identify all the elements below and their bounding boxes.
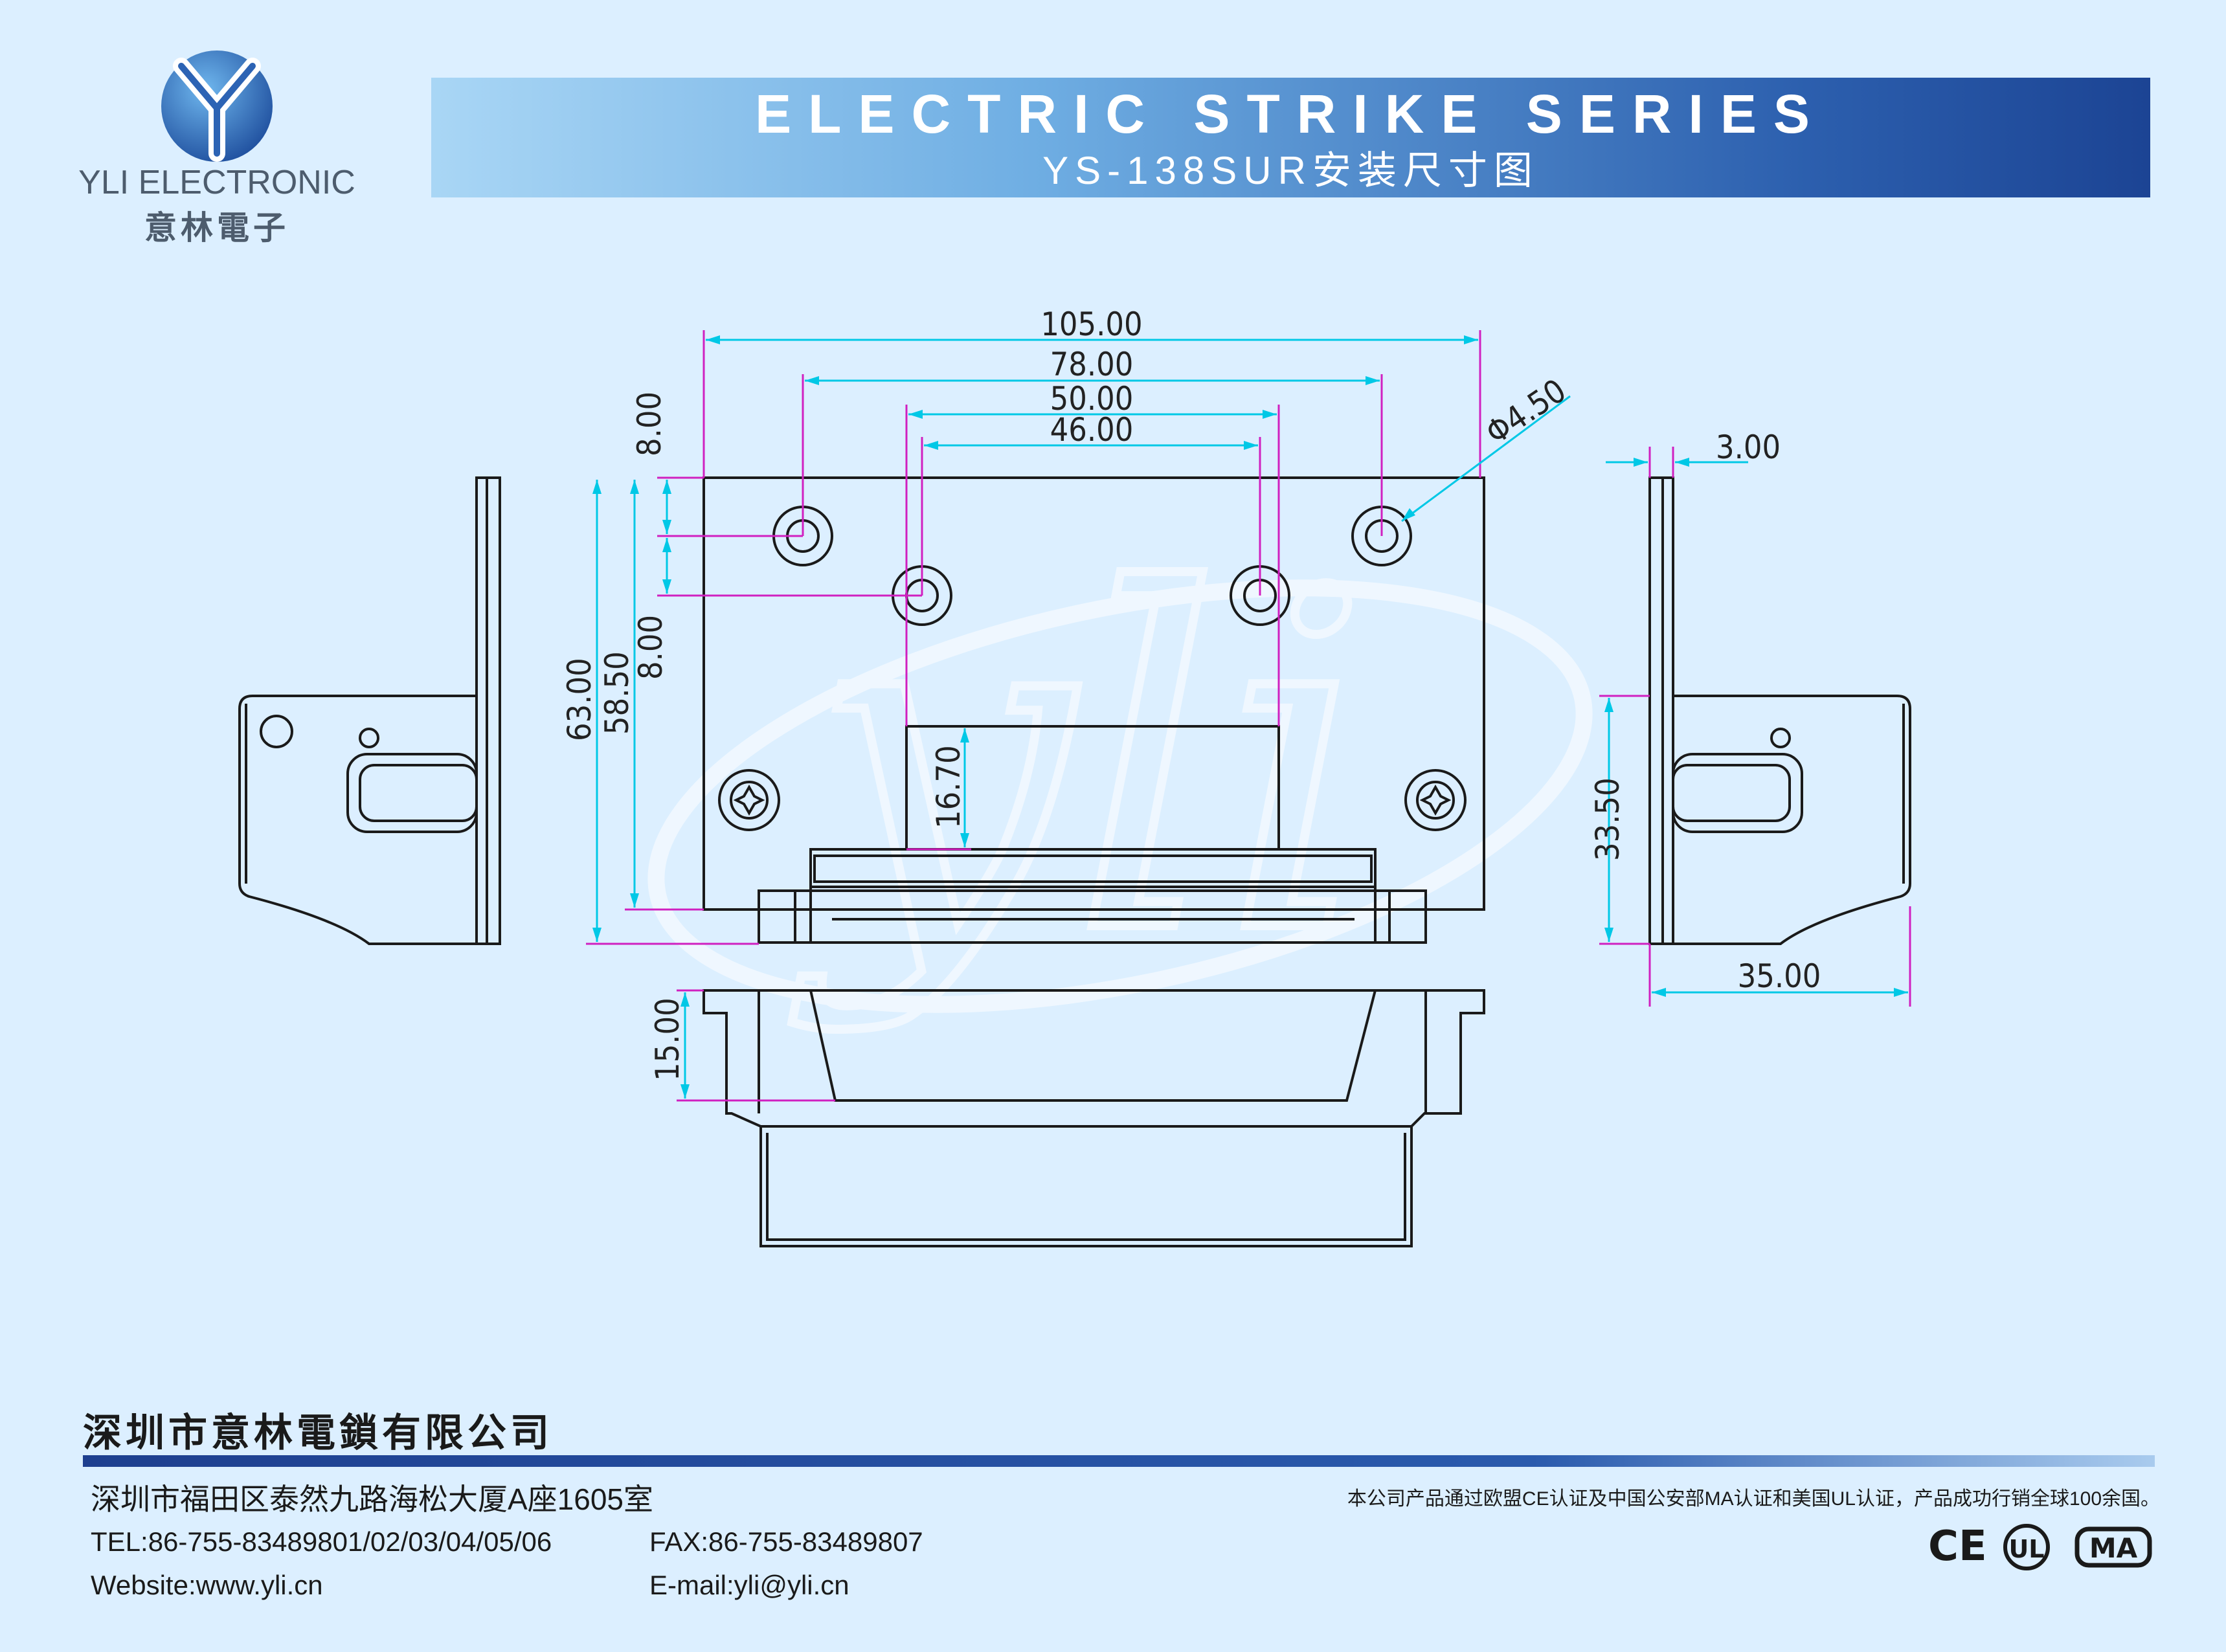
dim-overall-height: 63.00 — [561, 658, 598, 741]
footer-divider — [83, 1455, 2155, 1467]
dim-top-hole-offset: 8.00 — [631, 392, 668, 456]
telephone: TEL:86-755-83489801/02/03/04/05/06 — [91, 1526, 552, 1557]
brand-name-en: YLI ELECTRONIC — [78, 164, 355, 201]
bottom-view — [703, 989, 1485, 1247]
ma-mark-icon: MA — [2074, 1526, 2152, 1568]
svg-text:MA: MA — [2089, 1532, 2138, 1564]
dim-overall-width: 105.00 — [1040, 306, 1142, 343]
dimension-lines — [592, 335, 1908, 1099]
website-link[interactable]: Website:www.yli.cn — [91, 1570, 323, 1600]
company-logo — [161, 50, 273, 162]
watermark-text: yli — [787, 493, 1371, 1036]
front-view — [703, 476, 1485, 944]
header-banner — [431, 78, 2150, 197]
dim-opening-width: 50.00 — [1050, 380, 1134, 418]
brand-name-cn: 意林電子 — [144, 210, 289, 246]
watermark: yli — [647, 489, 1593, 1040]
right-side-view — [1648, 476, 1911, 945]
certification-note: 本公司产品通过欧盟CE认证及中国公安部MA认证和美国UL认证，产品成功行销全球1… — [1347, 1488, 2160, 1510]
ul-mark-icon: UL — [2003, 1524, 2050, 1570]
dim-side-height: 33.50 — [1589, 777, 1626, 861]
extension-lines — [586, 330, 1911, 1102]
dim-plate-height: 58.50 — [598, 651, 636, 735]
ce-mark-icon: CE — [1928, 1523, 1987, 1570]
fax: FAX:86-755-83489807 — [649, 1526, 923, 1557]
dim-outer-holes-spacing: 78.00 — [1050, 346, 1134, 383]
page-subtitle: YS-138SUR安装尺寸图 — [1042, 149, 1539, 192]
dim-side-depth: 35.00 — [1738, 957, 1821, 995]
svg-text:UL: UL — [2008, 1535, 2044, 1563]
dim-inner-hole-offset: 8.00 — [632, 615, 669, 680]
company-address: 深圳市福田区泰然九路海松大厦A座1605室 — [91, 1482, 654, 1516]
dim-body-depth: 15.00 — [649, 998, 686, 1081]
left-side-view — [238, 476, 501, 945]
email-link[interactable]: E-mail:yli@yli.cn — [649, 1570, 849, 1600]
dim-plate-thickness: 3.00 — [1716, 429, 1781, 466]
dim-inner-holes-spacing: 46.00 — [1050, 411, 1134, 449]
page-title: ELECTRIC STRIKE SERIES — [755, 84, 1827, 144]
company-name: 深圳市意林電鎖有限公司 — [83, 1411, 553, 1455]
certification-marks: CE UL MA — [1928, 1523, 2152, 1570]
svg-text:CE: CE — [1928, 1523, 1987, 1570]
dim-hole-diameter: Φ4.50 — [1479, 372, 1573, 452]
dim-opening-depth: 16.70 — [930, 745, 967, 829]
